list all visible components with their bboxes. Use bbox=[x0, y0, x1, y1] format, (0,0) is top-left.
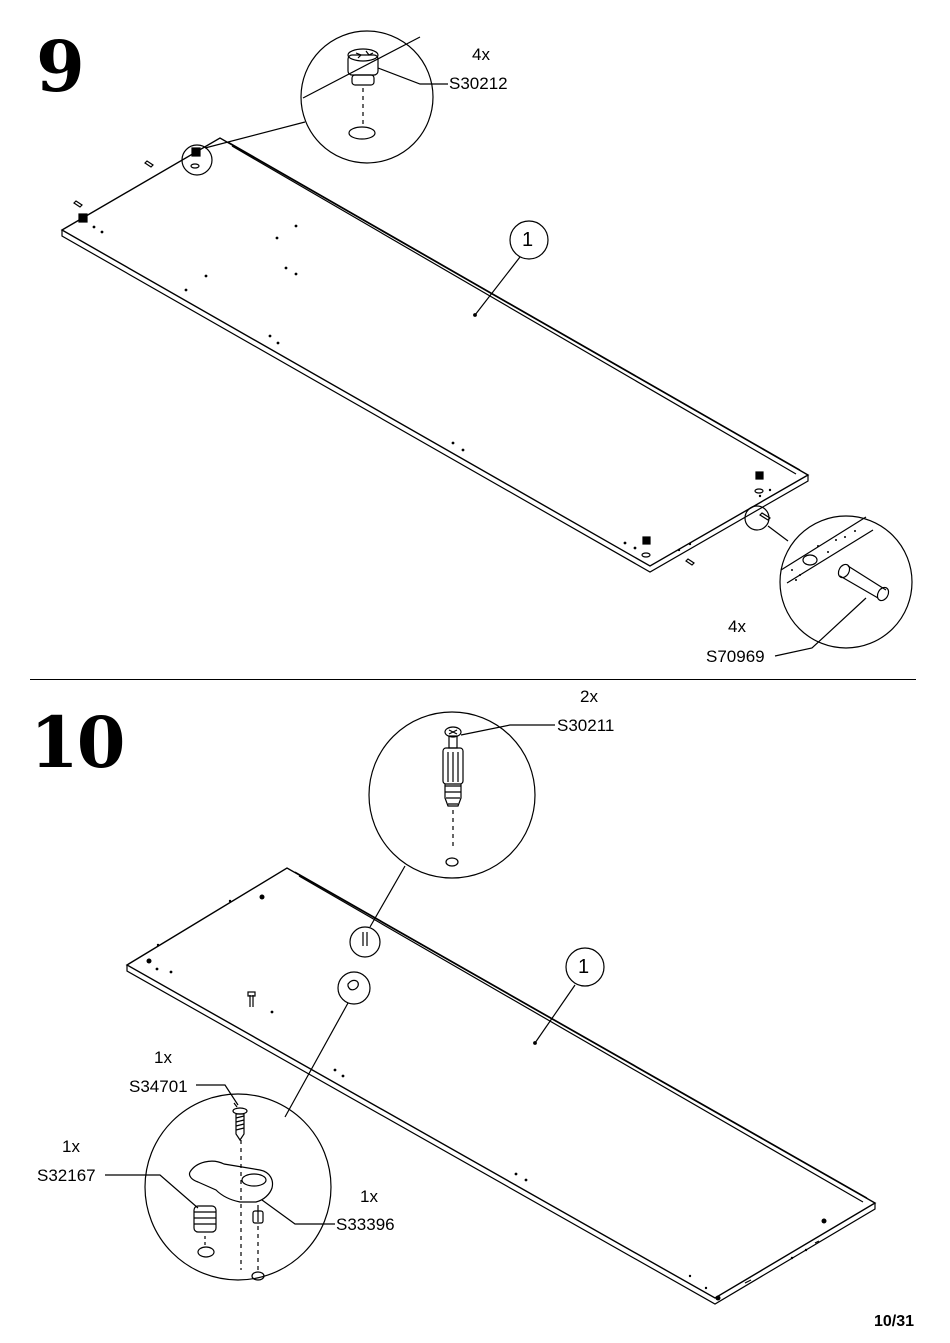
hardware-code: S30211 bbox=[557, 716, 615, 735]
hardware-qty: 4x bbox=[728, 617, 746, 636]
hardware-qty: 1x bbox=[154, 1048, 172, 1067]
step9-zoom-dowel bbox=[774, 515, 913, 657]
step-number: 10 bbox=[30, 701, 125, 784]
part-number-label: 1 bbox=[522, 229, 534, 251]
step10-panel-drawing bbox=[125, 865, 877, 1305]
hardware-code: S34701 bbox=[129, 1077, 188, 1096]
step9-panel-drawing bbox=[60, 121, 810, 573]
step-divider bbox=[30, 679, 916, 680]
step9-zoom-cam-lock bbox=[300, 30, 448, 164]
hardware-code: S30212 bbox=[449, 74, 508, 93]
step-number: 9 bbox=[36, 25, 85, 108]
hardware-code: S70969 bbox=[706, 647, 765, 666]
step10-zoom-cam-bolt bbox=[368, 711, 555, 879]
hardware-qty: 2x bbox=[580, 687, 598, 706]
part-number-label: 1 bbox=[578, 956, 590, 978]
step10-zoom-hinge bbox=[105, 1084, 335, 1281]
hardware-qty: 1x bbox=[62, 1137, 80, 1156]
hardware-code: S32167 bbox=[37, 1166, 96, 1185]
hardware-code: S33396 bbox=[336, 1215, 395, 1234]
hardware-qty: 1x bbox=[360, 1187, 378, 1206]
page-number: 10/31 bbox=[873, 1313, 914, 1330]
hardware-qty: 4x bbox=[472, 45, 490, 64]
